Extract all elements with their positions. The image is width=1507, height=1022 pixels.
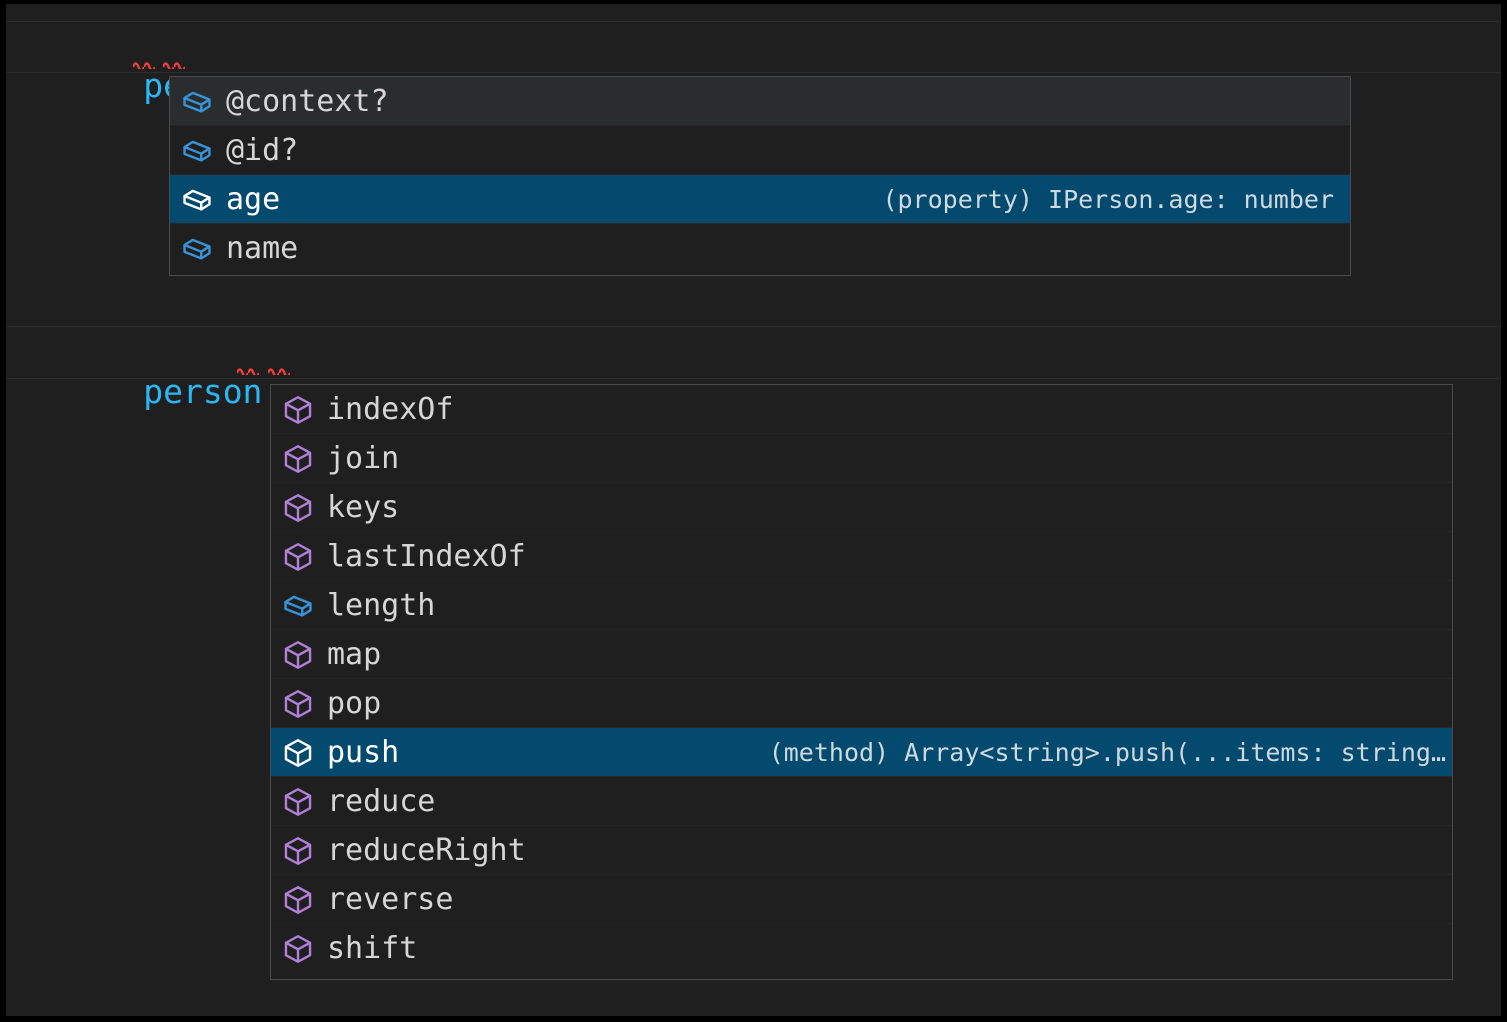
completion-item-map[interactable]: map (271, 630, 1452, 679)
error-squiggle (163, 60, 185, 69)
completion-item-label: shift (327, 932, 417, 966)
property-cube-icon (180, 232, 214, 266)
completion-item-label: @id? (226, 134, 298, 168)
completion-item-label: push (327, 736, 399, 770)
completion-item-indexof[interactable]: indexOf (271, 385, 1452, 434)
completion-item-push[interactable]: push (method) Array<string>.push(...item… (271, 728, 1452, 777)
completion-item-label: length (327, 589, 435, 623)
method-cube-icon (281, 638, 315, 672)
completion-item-join[interactable]: join (271, 434, 1452, 483)
completion-item-reduceright[interactable]: reduceRight (271, 826, 1452, 875)
completion-item-context[interactable]: @context? (170, 77, 1350, 126)
completion-item-label: map (327, 638, 381, 672)
method-cube-icon (281, 491, 315, 525)
completion-item-keys[interactable]: keys (271, 483, 1452, 532)
completion-item-label: reverse (327, 883, 453, 917)
completion-item-reduce[interactable]: reduce (271, 777, 1452, 826)
editor-rule (6, 21, 1501, 22)
completion-item-label: lastIndexOf (327, 540, 526, 574)
method-cube-icon (281, 687, 315, 721)
completion-item-label: reduceRight (327, 834, 526, 868)
code-editor[interactable]: person.; person.name.; @context? (6, 4, 1501, 1016)
method-cube-icon (281, 540, 315, 574)
completion-item-label: reduce (327, 785, 435, 819)
completion-item-label: join (327, 442, 399, 476)
completion-item-pop[interactable]: pop (271, 679, 1452, 728)
error-squiggle (133, 60, 155, 69)
property-cube-icon (180, 85, 214, 119)
completion-item-label: keys (327, 491, 399, 525)
completion-item-label: name (226, 232, 298, 266)
method-cube-icon (281, 442, 315, 476)
completion-item-detail: (method) Array<string>.push(...items: st… (769, 738, 1452, 768)
method-cube-icon (281, 834, 315, 868)
property-cube-icon (281, 589, 315, 623)
completion-item-shift[interactable]: shift (271, 924, 1452, 973)
completion-item-age[interactable]: age (property) IPerson.age: number (170, 175, 1350, 224)
completion-list-person[interactable]: @context? @id? (169, 76, 1351, 276)
completion-item-id[interactable]: @id? (170, 126, 1350, 175)
completion-item-length[interactable]: length (271, 581, 1452, 630)
editor-rule (6, 326, 1501, 327)
method-cube-icon (281, 785, 315, 819)
method-cube-icon (281, 932, 315, 966)
property-cube-icon (180, 183, 214, 217)
completion-item-label: @context? (226, 85, 389, 119)
method-cube-icon (281, 883, 315, 917)
completion-item-name[interactable]: name (170, 224, 1350, 273)
completion-item-label: pop (327, 687, 381, 721)
completion-item-label: indexOf (327, 393, 453, 427)
error-squiggle (237, 366, 259, 375)
completion-item-lastindexof[interactable]: lastIndexOf (271, 532, 1452, 581)
completion-list-name[interactable]: indexOf join (270, 384, 1453, 980)
completion-item-reverse[interactable]: reverse (271, 875, 1452, 924)
error-squiggle (268, 366, 290, 375)
property-cube-icon (180, 134, 214, 168)
token-variable-person: person (143, 372, 262, 411)
method-cube-icon (281, 736, 315, 770)
method-cube-icon (281, 393, 315, 427)
completion-item-detail: (property) IPerson.age: number (882, 185, 1350, 215)
completion-item-label: age (226, 183, 280, 217)
